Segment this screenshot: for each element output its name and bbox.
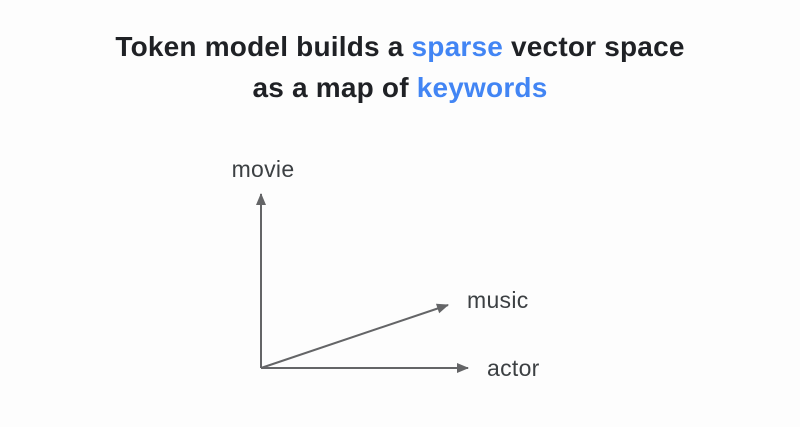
title-highlight-keywords: keywords xyxy=(416,72,548,103)
axis-label-music: music xyxy=(467,287,529,313)
title-line-1: Token model builds a sparse vector space xyxy=(0,26,800,67)
title-line-2: as a map of keywords xyxy=(0,67,800,108)
axis-label-actor: actor xyxy=(487,355,540,381)
title-text: as a map of xyxy=(252,72,417,103)
axis-label-movie: movie xyxy=(231,156,295,182)
music-vector-arrow xyxy=(260,303,449,369)
page-title: Token model builds a sparse vector space… xyxy=(0,26,800,108)
title-text: Token model builds a xyxy=(115,31,412,62)
title-text: vector space xyxy=(503,31,685,62)
title-highlight-sparse: sparse xyxy=(411,31,504,62)
